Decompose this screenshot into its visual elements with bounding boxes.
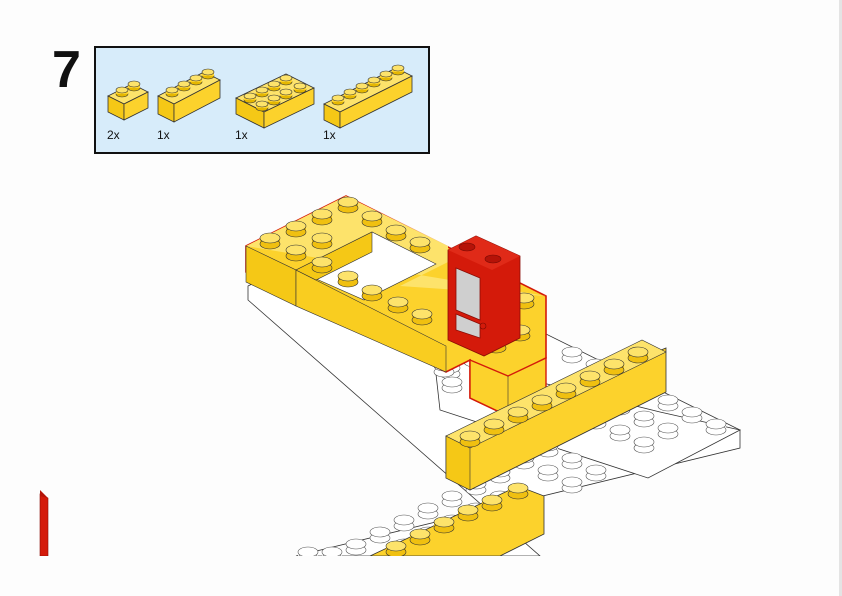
- quantity-label: 1x: [323, 128, 336, 142]
- red-door: [447, 235, 521, 357]
- new-yellow-wall-assembly: [245, 195, 547, 417]
- parts-list-panel: 2x 1x 1x 1x: [94, 46, 430, 154]
- parts-list-bricks: [107, 64, 413, 129]
- brick-1x2: [107, 80, 149, 121]
- step-number: 7: [52, 41, 81, 99]
- yellow-brick-1x6-placed: [445, 339, 667, 491]
- red-beam-partial: [39, 490, 49, 557]
- page-edge-divider: [839, 0, 842, 596]
- brick-1x6: [323, 64, 413, 129]
- white-baseplate: [247, 235, 742, 564]
- brick-2x4: [235, 73, 315, 129]
- yellow-brick-foreground: [369, 482, 545, 558]
- quantity-label: 1x: [157, 128, 170, 142]
- quantity-label: 1x: [235, 128, 248, 142]
- quantity-label: 2x: [107, 128, 120, 142]
- brick-1x4: [157, 68, 221, 123]
